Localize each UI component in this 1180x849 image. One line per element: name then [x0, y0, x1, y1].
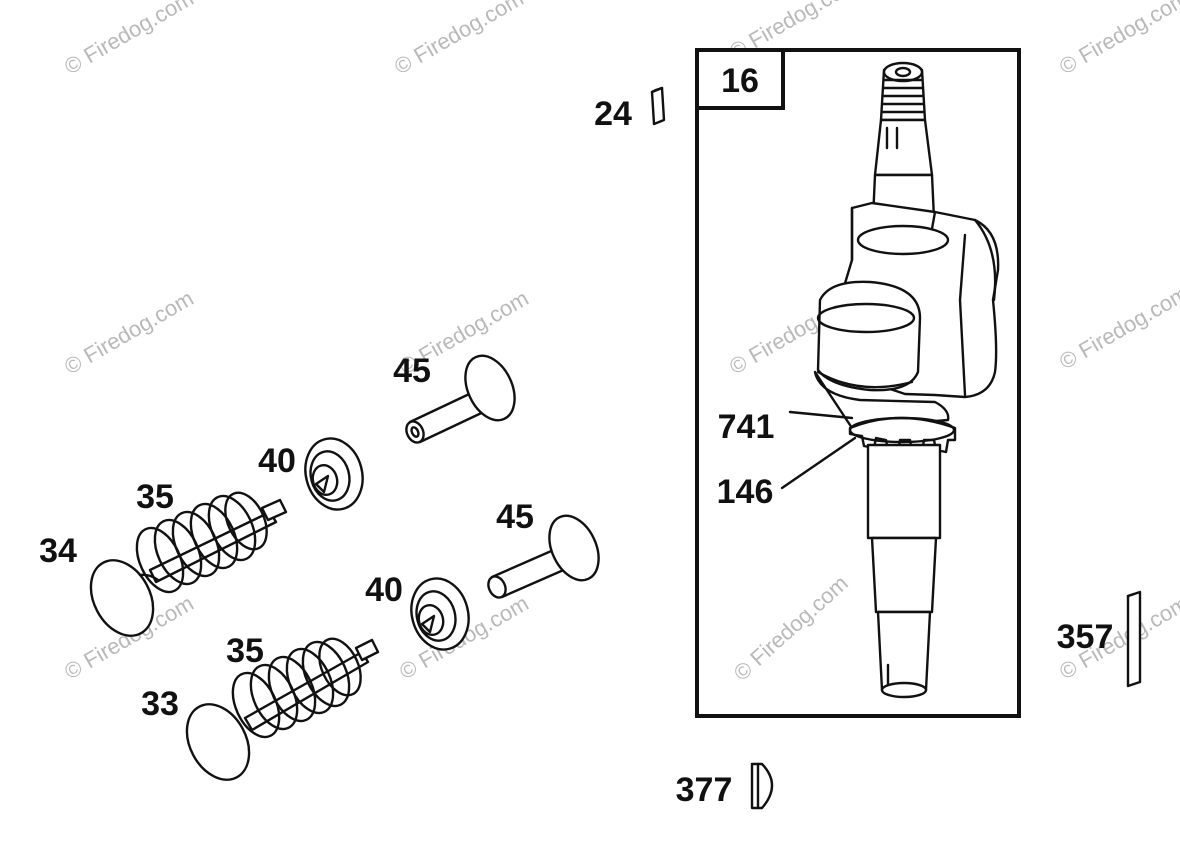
gear-leader-lines [780, 410, 857, 490]
label-guide-upper: 45 [393, 352, 431, 390]
watermark: © Firedog.com [60, 285, 198, 379]
label-valve-upper: 34 [39, 532, 77, 570]
label-valve-lower: 33 [141, 685, 179, 723]
label-gear-key: 741 [718, 408, 775, 446]
spring-upper-part [135, 491, 268, 594]
watermark: © Firedog.com [729, 570, 853, 685]
watermark: © Firedog.com [60, 0, 198, 79]
label-retainer-lower: 40 [365, 571, 403, 609]
label-spring-lower: 35 [226, 632, 264, 670]
label-pin: 24 [594, 95, 632, 133]
watermark: © Firedog.com [1055, 0, 1180, 79]
key-bar-part [1126, 590, 1142, 688]
label-woodruff-key: 377 [676, 771, 733, 809]
watermark: © Firedog.com [390, 0, 528, 79]
crankshaft-drawing [813, 61, 1000, 699]
part-labels: 24 45 45 40 40 35 35 34 33 741 146 357 3… [39, 95, 1113, 809]
guide-upper-part [405, 354, 516, 444]
label-spring-upper: 35 [136, 478, 174, 516]
watermark: © Firedog.com [1055, 280, 1180, 374]
guide-lower-part [487, 514, 600, 599]
label-key-bar: 357 [1057, 618, 1114, 656]
retainer-upper-part [304, 437, 364, 511]
woodruff-key-part [750, 762, 774, 810]
spring-lower-part [231, 637, 362, 739]
retainer-lower-part [410, 577, 470, 651]
crankshaft-callout-box: 16 [695, 48, 1021, 718]
valve-lower-part [185, 638, 380, 781]
label-retainer-upper: 40 [258, 442, 296, 480]
pin-part [650, 86, 666, 126]
callout-number: 16 [721, 62, 759, 100]
label-guide-lower: 45 [496, 498, 534, 536]
label-gear: 146 [717, 473, 774, 511]
